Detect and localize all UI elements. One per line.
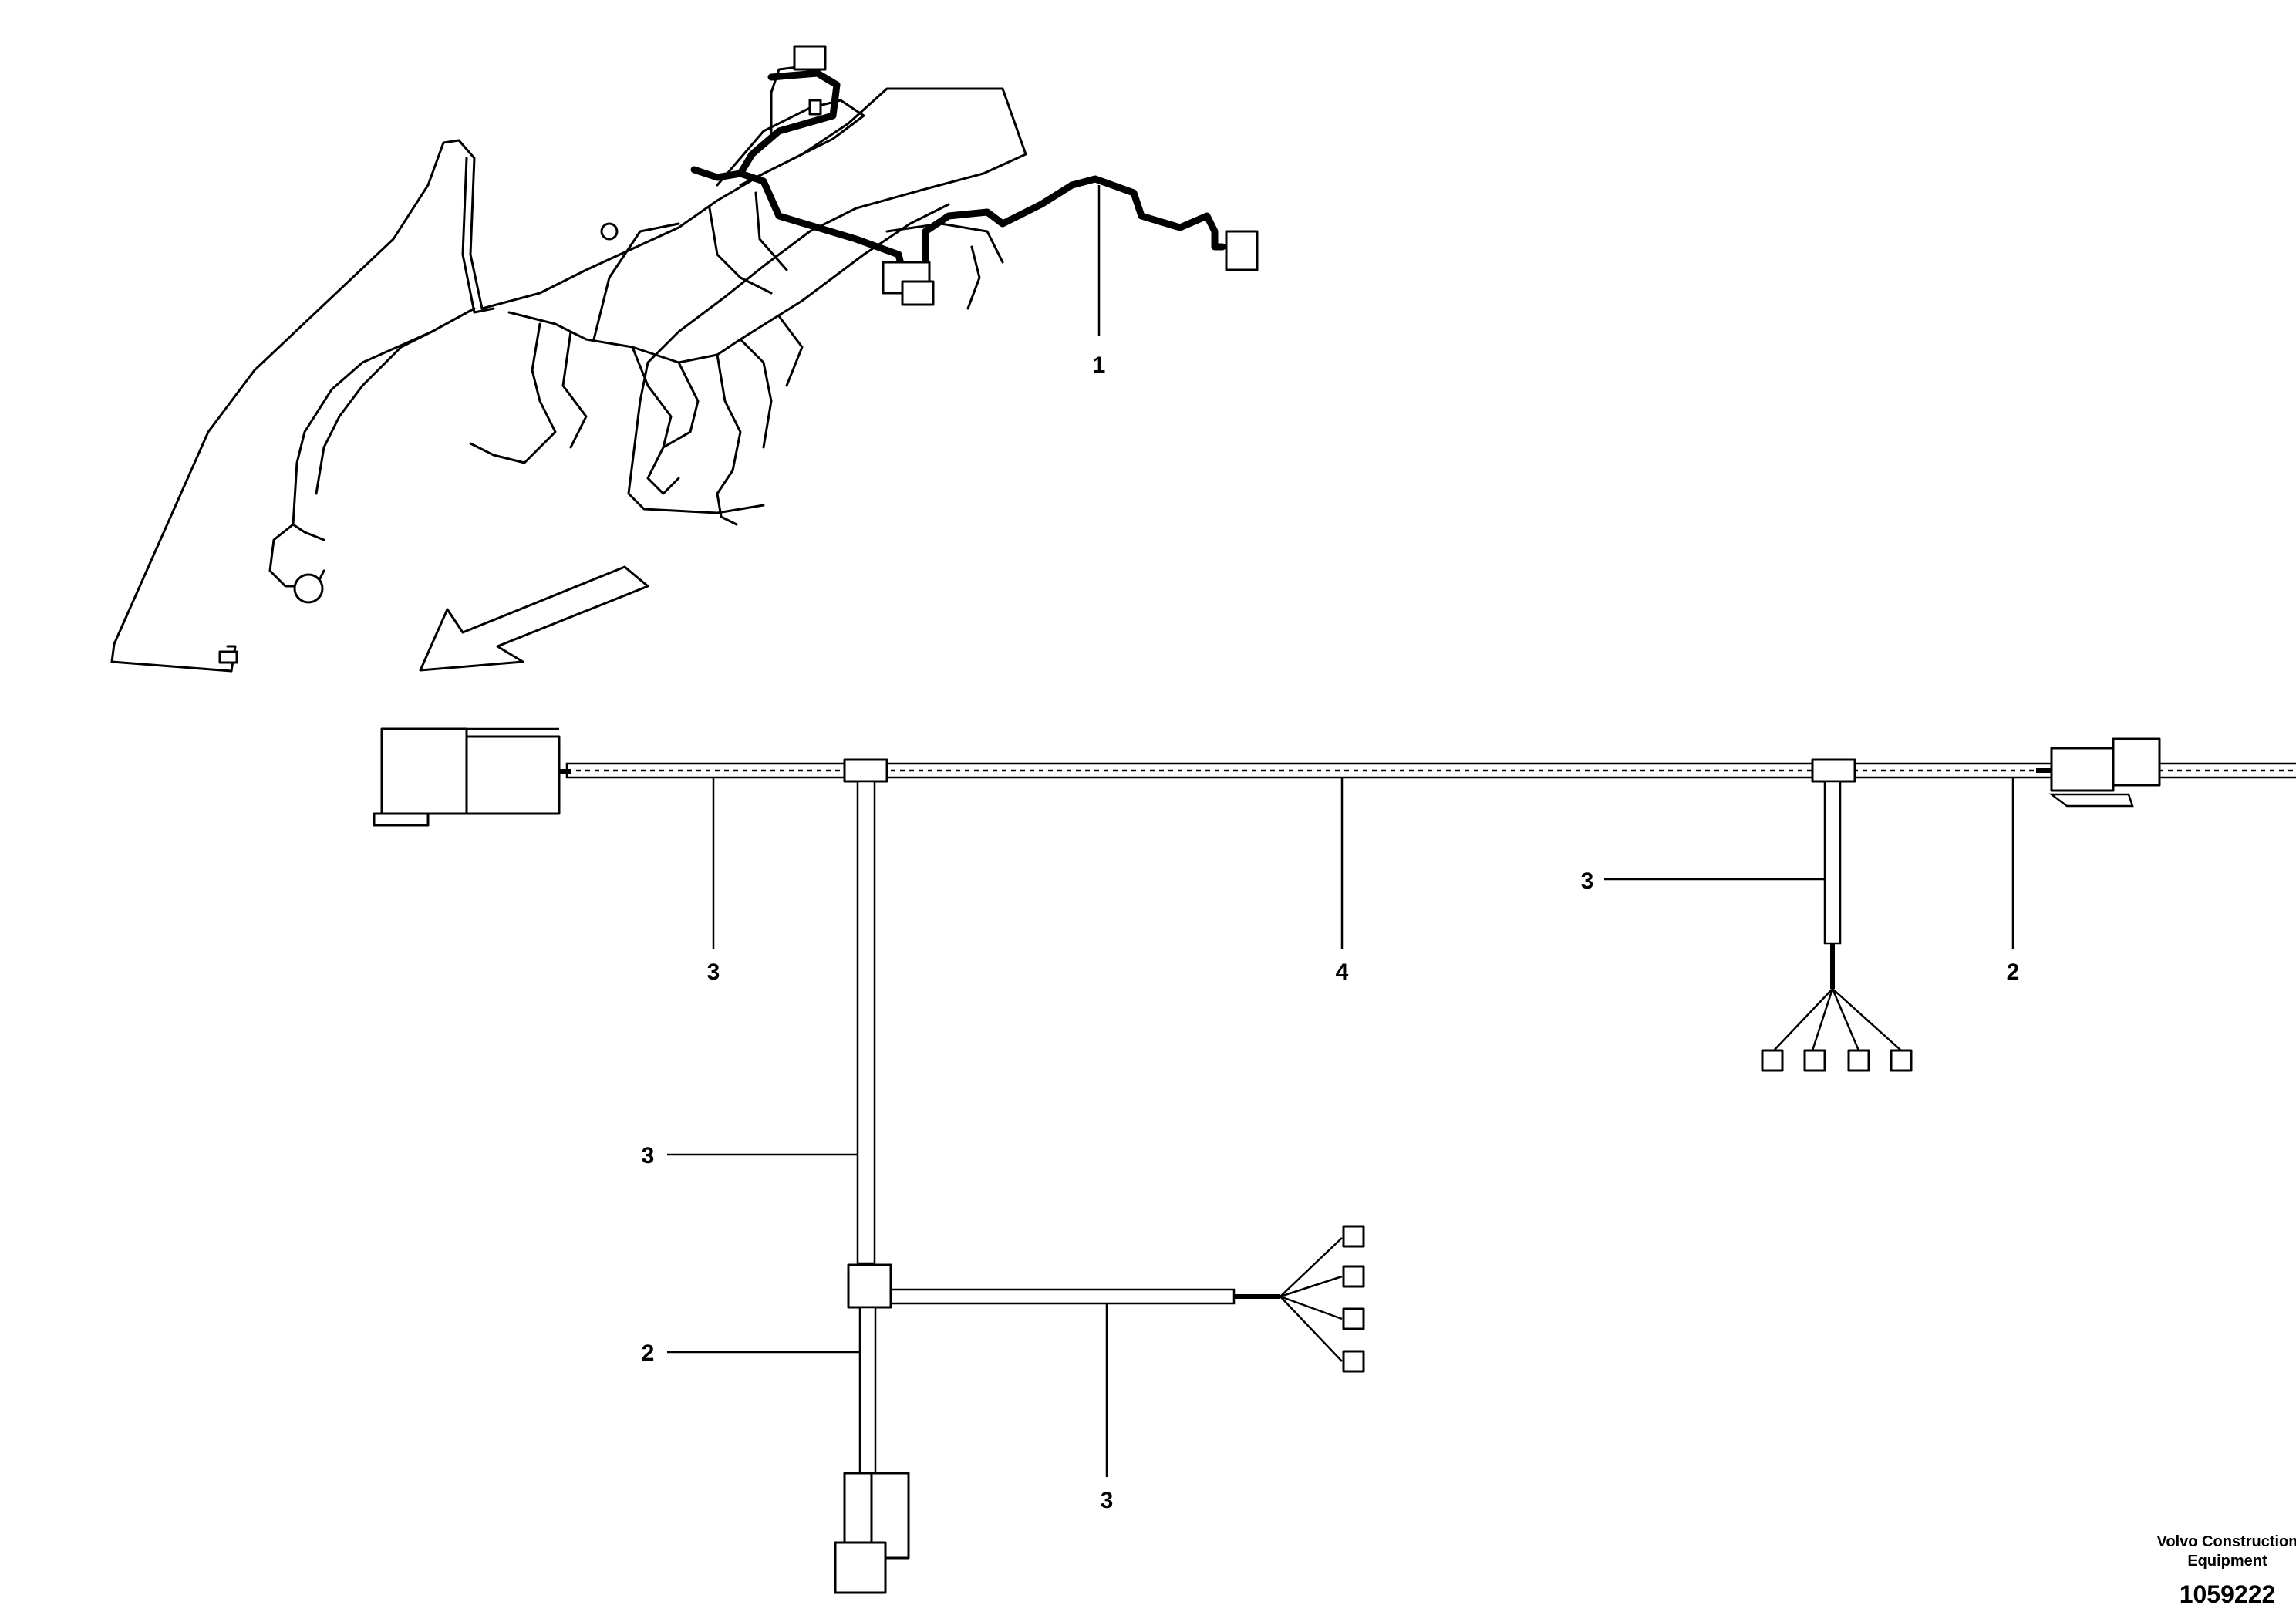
right-terminal-4: [1890, 1049, 1913, 1072]
harness-item-1-highlight: [737, 69, 1226, 282]
lower-fanout: [1279, 1237, 1343, 1362]
harness-branch-left-2: [315, 330, 433, 495]
brand-line-2: Equipment: [2187, 1553, 2267, 1570]
callout-4: 4: [1336, 959, 1349, 985]
lower-terminal-2: [1342, 1265, 1365, 1288]
right-connector-latch: [2048, 793, 2134, 808]
left-connector-foot: [373, 812, 430, 827]
harness-mid-branch-f: [739, 338, 773, 449]
harness-upper-c: [754, 191, 788, 271]
lower-drop-sleeve: [858, 1306, 877, 1475]
upper-sensor-round: [600, 222, 619, 241]
harness-outer-loop: [110, 87, 1027, 673]
right-connector-body: [2050, 747, 2115, 792]
left-drop-sleeve: [856, 780, 876, 1265]
callout-2-lower: 2: [642, 1340, 655, 1366]
right-connector-head: [2112, 737, 2161, 787]
central-connector-tab: [901, 280, 935, 306]
part-number: 1059222: [2180, 1580, 2276, 1608]
harness-right-drop: [966, 245, 981, 310]
right-terminal-2: [1803, 1049, 1826, 1072]
lower-terminal-1: [1342, 1225, 1365, 1248]
callout-3-left: 3: [707, 959, 720, 985]
harness-mid-branch-b: [561, 330, 588, 449]
harness-upper-b: [708, 207, 773, 295]
callout-1: 1: [1093, 352, 1106, 378]
harness-upper-a: [592, 222, 680, 341]
callout-3-vertical: 3: [642, 1143, 655, 1168]
callout-3-right: 3: [1581, 868, 1594, 894]
brand-line-1: Volvo Construction: [2157, 1533, 2296, 1550]
harness-right-mid: [885, 222, 1004, 264]
small-connector-top: [808, 99, 822, 116]
harness-branch-left: [292, 307, 476, 541]
right-terminal-3: [1847, 1049, 1870, 1072]
right-drop-sleeve: [1823, 780, 1842, 945]
harness-mid-branch-g: [777, 315, 804, 387]
callout-3-bottom: 3: [1101, 1488, 1114, 1513]
detail-harness: 1 3 4 3 2 3 2 3: [373, 185, 2296, 1594]
right-end-connector: [1225, 230, 1259, 271]
top-connector: [793, 45, 827, 71]
harness-lower-drop: [716, 492, 738, 526]
harness-mid-branch-d: [662, 361, 700, 449]
left-sensor-round: [293, 573, 324, 604]
right-t-junction: [1811, 758, 1856, 783]
harness-item-1-branch: [690, 166, 744, 181]
left-large-connector-body: [465, 735, 561, 815]
machine-harness-overview: [110, 45, 1259, 673]
bottom-connector-head: [834, 1541, 887, 1594]
lower-t-junction: [847, 1263, 892, 1309]
harness-mid-branch-a: [469, 322, 557, 464]
lower-terminal-3: [1342, 1307, 1365, 1330]
right-terminal-1: [1761, 1049, 1784, 1072]
harness-mid-branch-e: [716, 353, 742, 495]
lower-horizontal-sleeve: [889, 1288, 1236, 1305]
lower-terminal-4: [1342, 1350, 1365, 1373]
callout-2-right: 2: [2007, 959, 2020, 985]
right-fanout: [1773, 988, 1902, 1051]
bottom-left-clip: [218, 650, 238, 664]
left-large-connector: [380, 727, 468, 815]
left-t-junction: [843, 758, 888, 783]
direction-arrow-icon: [419, 565, 649, 672]
harness-inner-line-a: [461, 157, 495, 314]
harness-mid-branch-c: [631, 346, 680, 495]
